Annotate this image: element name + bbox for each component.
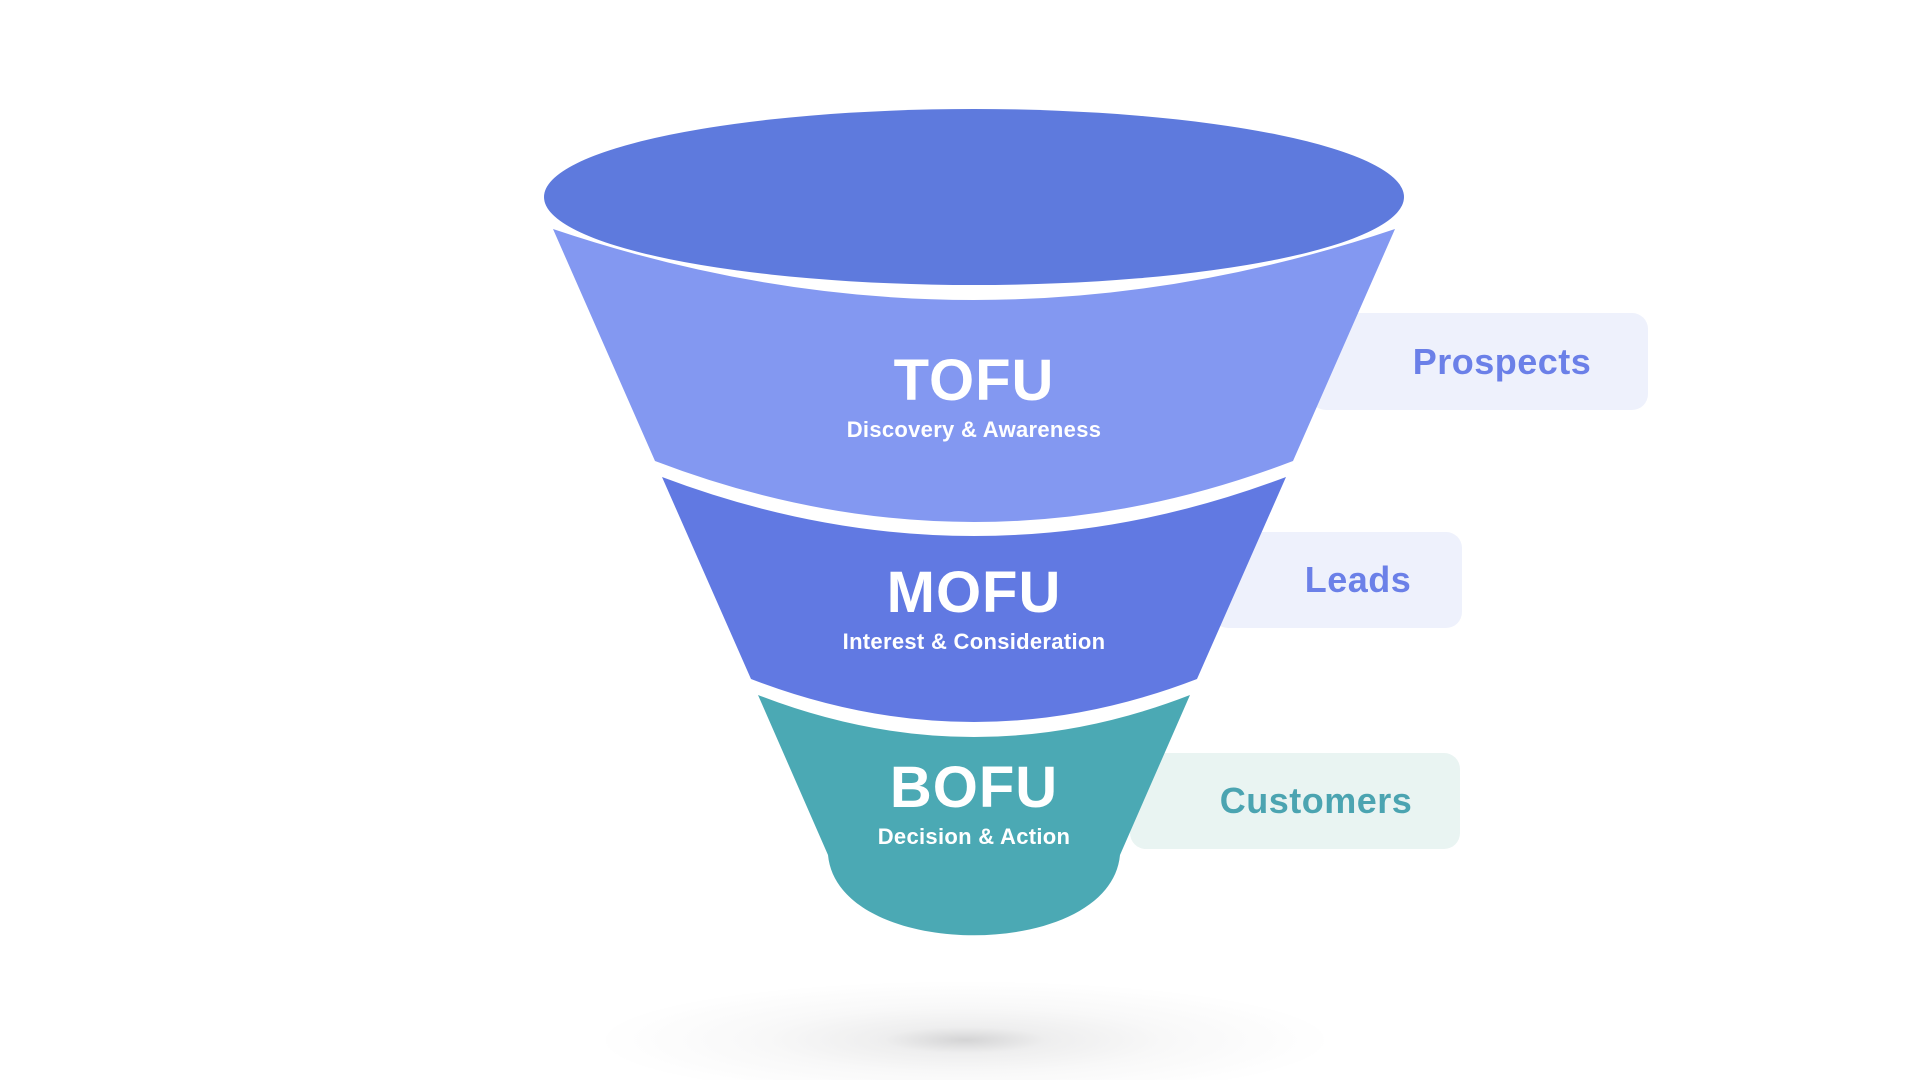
funnel-band-tofu: [553, 229, 1395, 522]
side-label-customers-text: Customers: [1219, 780, 1413, 821]
funnel-shadow: [595, 980, 1335, 1080]
side-label-customers: Customers: [1130, 753, 1460, 849]
side-label-prospects-text: Prospects: [1412, 340, 1592, 382]
funnel-band-bofu: [758, 695, 1190, 936]
side-label-prospects: Prospects: [1310, 313, 1648, 410]
funnel-band-mofu: [662, 477, 1286, 722]
funnel-rim-ellipse: [544, 109, 1404, 285]
side-label-leads-text: Leads: [1304, 559, 1412, 600]
